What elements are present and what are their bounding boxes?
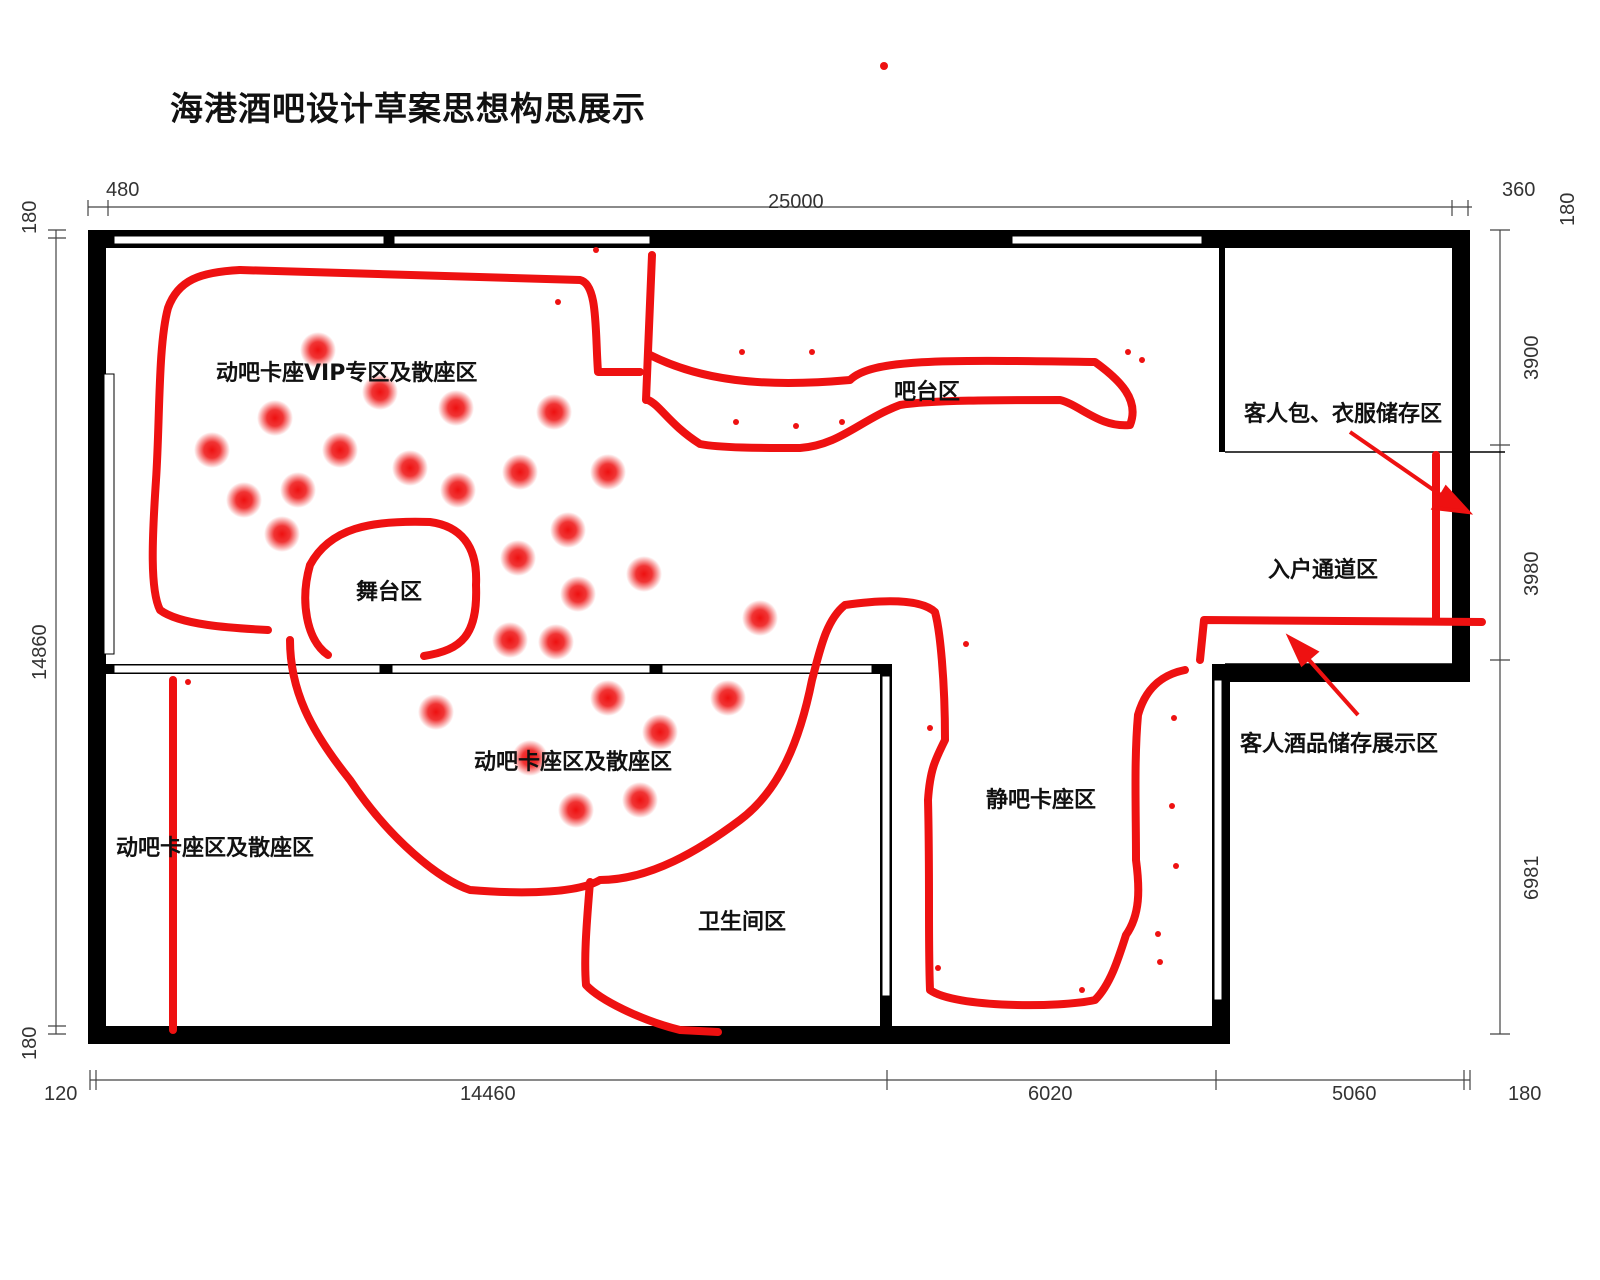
- zone-label-storage-clothes: 客人包、衣服储存区: [1244, 402, 1443, 427]
- zone-label-bar: 吧台区: [894, 380, 961, 405]
- seating-markers: [194, 332, 778, 828]
- sketch-strokes: [148, 251, 1486, 1036]
- sketch-dots: [185, 62, 1179, 993]
- dim-left-total: 14860: [29, 624, 51, 680]
- dim-right-top: 180: [1557, 192, 1579, 226]
- zone-label-stage: 舞台区: [356, 580, 423, 605]
- zone-label-quiet: 静吧卡座区: [986, 788, 1097, 813]
- dim-left-bottom: 180: [19, 1026, 41, 1060]
- sketch-arrows: [1285, 430, 1474, 717]
- dimension-lines: [48, 200, 1510, 1090]
- dim-right-c: 6981: [1521, 855, 1543, 901]
- zone-label-left-seating: 动吧卡座区及散座区: [116, 836, 315, 861]
- dim-bottom-c: 6020: [1028, 1083, 1073, 1105]
- dim-top-right: 360: [1502, 179, 1536, 201]
- dim-top-left: 480: [106, 179, 140, 201]
- dim-right-b: 3980: [1521, 551, 1543, 597]
- zone-label-center-seating: 动吧卡座区及散座区: [474, 750, 673, 775]
- zone-label-vip: 动吧卡座VIP专区及散座区: [216, 361, 478, 386]
- zone-label-wine-storage: 客人酒品储存展示区: [1240, 732, 1439, 757]
- zone-label-entry: 入户通道区: [1268, 558, 1379, 583]
- window-openings: [103, 235, 1223, 1001]
- zone-label-toilet: 卫生间区: [698, 910, 787, 935]
- dim-right-a: 3900: [1521, 335, 1543, 381]
- dim-left-top: 180: [19, 200, 41, 234]
- page-title: 海港酒吧设计草案思想构思展示: [170, 89, 646, 128]
- dim-bottom-e: 180: [1508, 1083, 1542, 1105]
- dim-top-total: 25000: [768, 191, 824, 213]
- dim-bottom-d: 5060: [1332, 1083, 1377, 1105]
- dim-bottom-b: 14460: [460, 1083, 516, 1105]
- partition-lines: [1225, 451, 1505, 665]
- dim-bottom-a: 120: [44, 1083, 78, 1105]
